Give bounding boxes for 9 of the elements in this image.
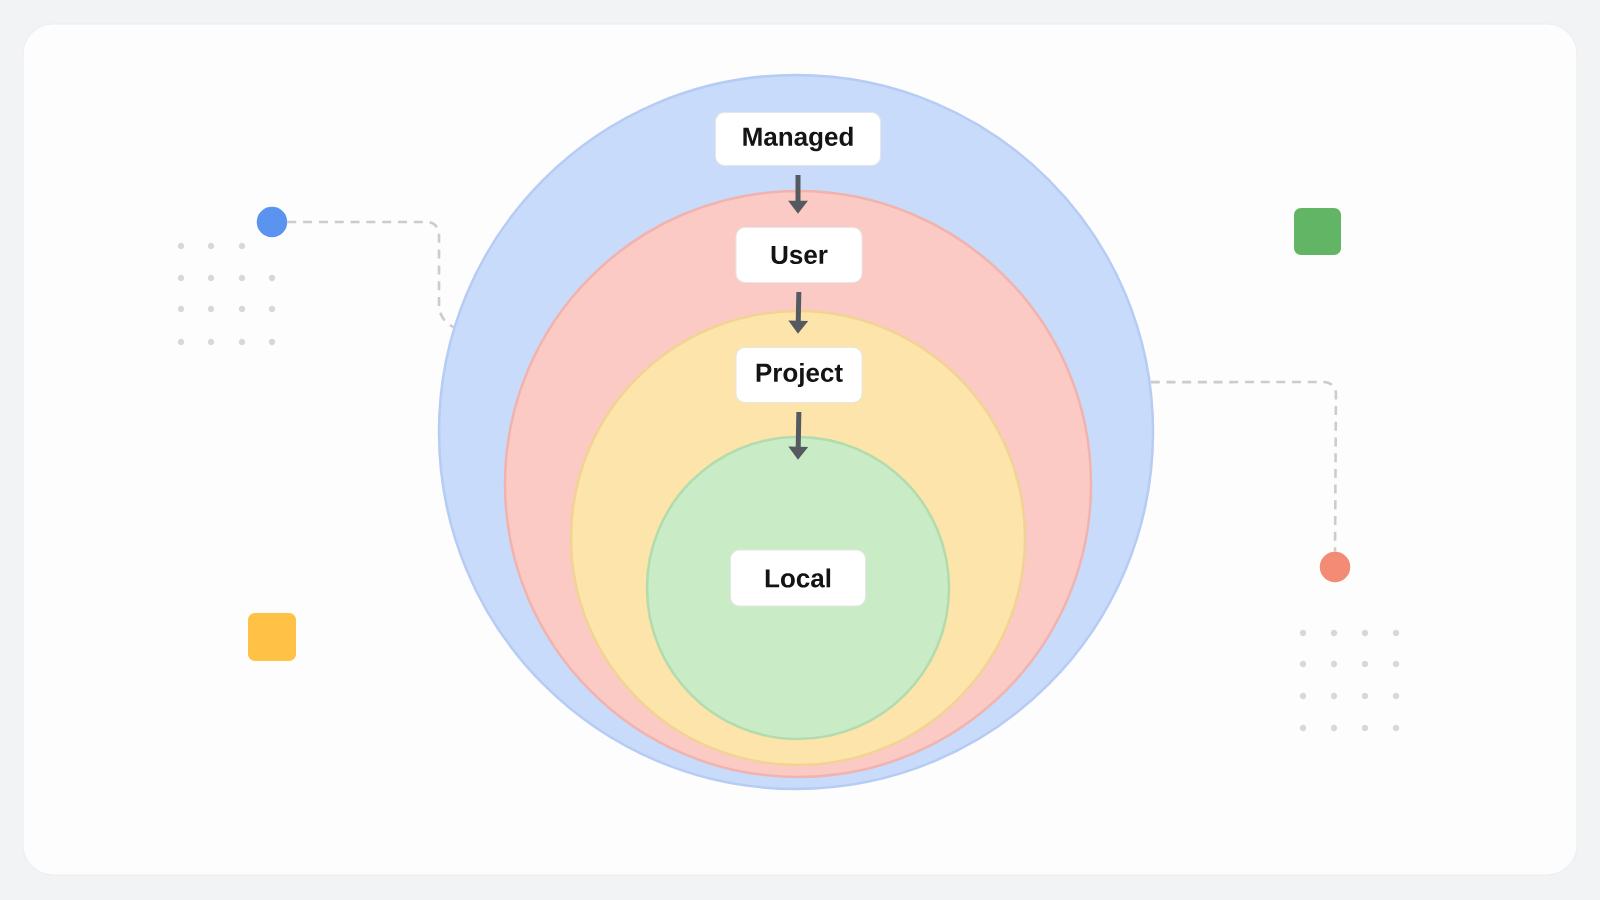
connector-dot (256, 206, 288, 238)
label-box: User (735, 227, 863, 283)
dashed-connector (287, 220, 455, 329)
dashed-connector (1150, 380, 1338, 552)
label-box: Project (735, 347, 863, 403)
layer-circle (645, 435, 951, 741)
label-box: Local (730, 549, 866, 607)
label-box: Managed (715, 112, 881, 166)
connector-dot (1319, 551, 1351, 583)
